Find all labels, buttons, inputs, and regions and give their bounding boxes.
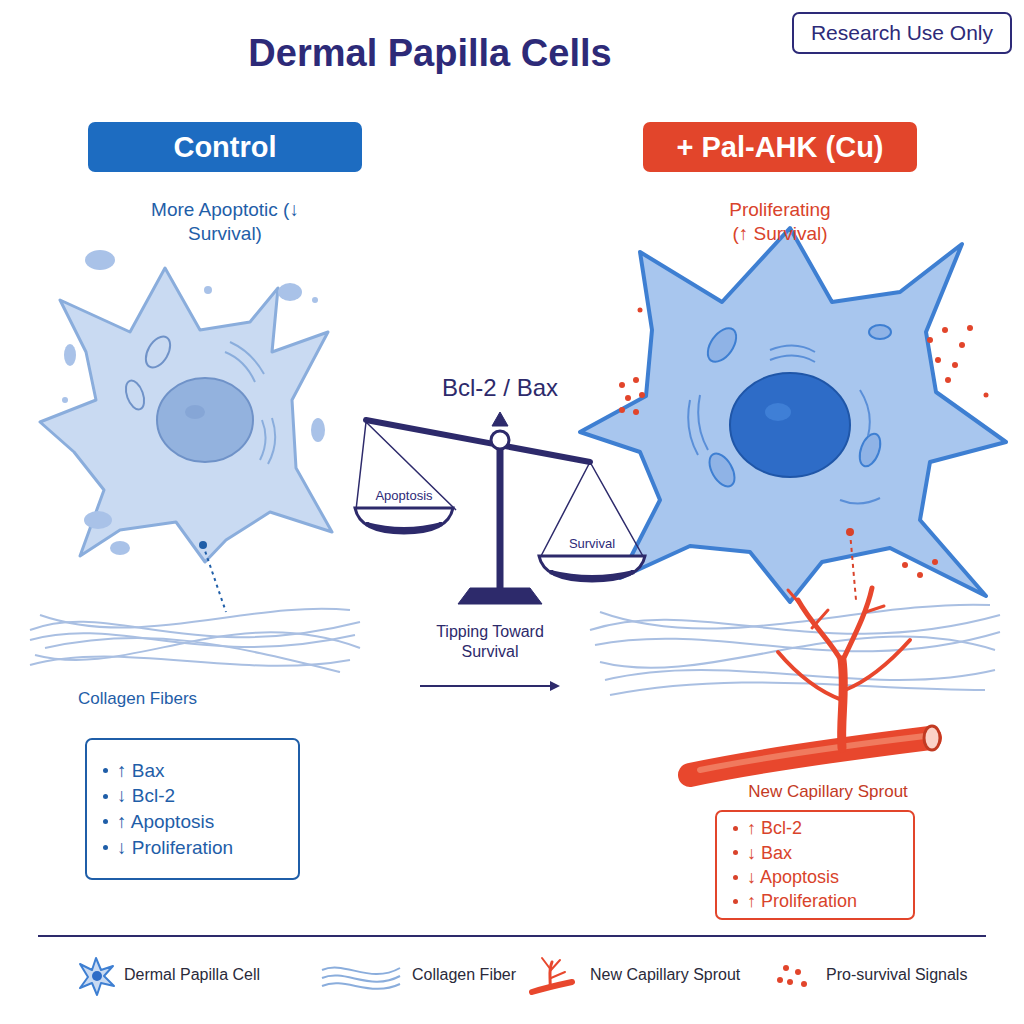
list-row: ↓ Bax bbox=[733, 841, 792, 865]
bullet-dot bbox=[103, 819, 108, 824]
part-label: New Capillary Sprout bbox=[718, 781, 938, 802]
bullet-dot bbox=[103, 794, 108, 799]
legend-text: Pro-survival Signals bbox=[826, 966, 967, 984]
header-box: + Pal-AHK (Cu) bbox=[643, 122, 917, 172]
divider-line bbox=[38, 935, 986, 937]
node-text: Control bbox=[173, 131, 276, 164]
marker-item: ↑ Bcl-2 bbox=[747, 816, 802, 840]
node-text: Research Use Only bbox=[811, 21, 993, 45]
capillary-sprout bbox=[690, 588, 940, 775]
pan-base bbox=[366, 524, 442, 531]
bullet-dot bbox=[733, 875, 738, 880]
bullet-dot bbox=[103, 768, 108, 773]
marker-item: ↓ Apoptosis bbox=[747, 865, 839, 889]
leader-line bbox=[199, 541, 226, 612]
bullet-dot bbox=[733, 826, 738, 831]
arrow-label: Tipping Toward Survival bbox=[420, 622, 560, 662]
marker-item: ↑ Bax bbox=[117, 758, 165, 784]
scale-pan: Apoptosis bbox=[352, 488, 456, 536]
node-text: + Pal-AHK (Cu) bbox=[676, 131, 883, 164]
pro-survival-signals bbox=[619, 308, 989, 579]
pan-bowl bbox=[539, 556, 645, 581]
list-row: ↑ Bax bbox=[103, 758, 165, 784]
legend-text: Dermal Papilla Cell bbox=[124, 966, 260, 984]
header-box: Control bbox=[88, 122, 362, 172]
marker-item: ↓ Bcl-2 bbox=[117, 783, 175, 809]
dermal-papilla-cell bbox=[580, 228, 1006, 602]
pan-base bbox=[550, 572, 634, 579]
tipping-arrow bbox=[420, 681, 560, 691]
dermal-papilla-cell bbox=[40, 250, 332, 562]
state-caption: Proliferating (↑ Survival) bbox=[721, 198, 839, 246]
collagen-fibers bbox=[590, 605, 1000, 695]
node-text: Survival bbox=[569, 536, 615, 551]
marker-list-box: ↑ Bax↓ Bcl-2↑ Apoptosis↓ Proliferation bbox=[85, 738, 300, 880]
state-caption: More Apoptotic (↓ Survival) bbox=[150, 198, 300, 246]
balance-scale bbox=[356, 412, 644, 604]
list-row: ↑ Apoptosis bbox=[103, 809, 214, 835]
pan-bowl bbox=[355, 508, 453, 533]
list-row: ↓ Proliferation bbox=[103, 835, 233, 861]
collagen-fibers bbox=[30, 609, 360, 672]
marker-item: ↑ Apoptosis bbox=[117, 809, 214, 835]
leader-line bbox=[846, 528, 856, 600]
legend-text: New Capillary Sprout bbox=[590, 966, 740, 984]
node-text: Apoptosis bbox=[375, 488, 432, 503]
bullet-dot bbox=[103, 845, 108, 850]
part-label: Collagen Fibers bbox=[78, 688, 298, 709]
bullet-dot bbox=[733, 899, 738, 904]
marker-item: ↓ Proliferation bbox=[117, 835, 233, 861]
scale-pan: Survival bbox=[536, 536, 648, 584]
diagram-title: Dermal Papilla Cells bbox=[130, 32, 730, 75]
marker-item: ↑ Proliferation bbox=[747, 889, 857, 913]
marker-list-box: ↑ Bcl-2↓ Bax↓ Apoptosis↑ Proliferation bbox=[715, 810, 915, 920]
list-row: ↑ Proliferation bbox=[733, 889, 857, 913]
list-row: ↓ Apoptosis bbox=[733, 865, 839, 889]
ratio-label: Bcl-2 / Bax bbox=[400, 373, 600, 403]
bullet-dot bbox=[733, 850, 738, 855]
marker-item: ↓ Bax bbox=[747, 841, 792, 865]
legend-text: Collagen Fiber bbox=[412, 966, 516, 984]
legend-icons bbox=[80, 958, 807, 995]
stamp-box: Research Use Only bbox=[792, 12, 1012, 54]
list-row: ↑ Bcl-2 bbox=[733, 816, 802, 840]
list-row: ↓ Bcl-2 bbox=[103, 783, 175, 809]
